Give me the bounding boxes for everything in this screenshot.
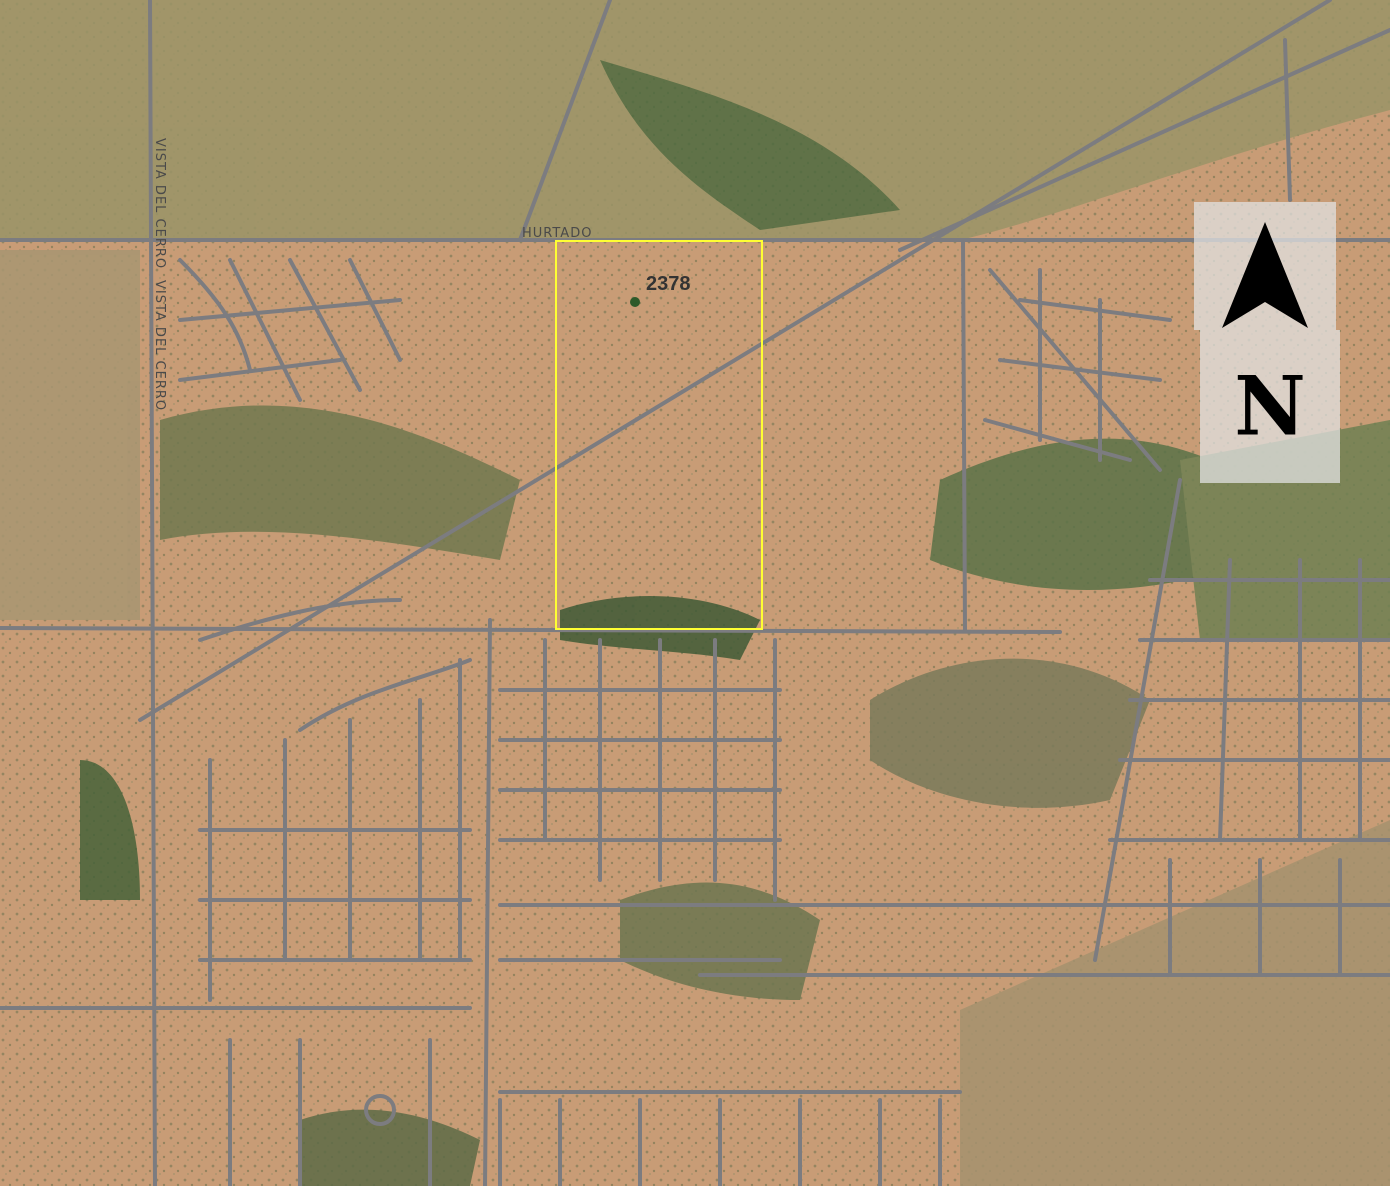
- north-arrow: N: [1194, 202, 1340, 483]
- parcel-outline[interactable]: [555, 240, 763, 630]
- north-label-box: N: [1200, 330, 1340, 483]
- road-label-vista-del-cerro-west: VISTA DEL CERRO: [152, 138, 167, 269]
- north-arrow-box: [1194, 202, 1336, 330]
- tree-marker: [630, 297, 640, 307]
- road-label-hurtado: HURTADO: [522, 226, 592, 241]
- road-label-vista-del-cerro-east: VISTA DEL CERRO: [152, 280, 167, 411]
- north-letter: N: [1234, 358, 1306, 454]
- north-arrow-icon: [1222, 222, 1308, 328]
- parcel-number: 2378: [646, 273, 691, 295]
